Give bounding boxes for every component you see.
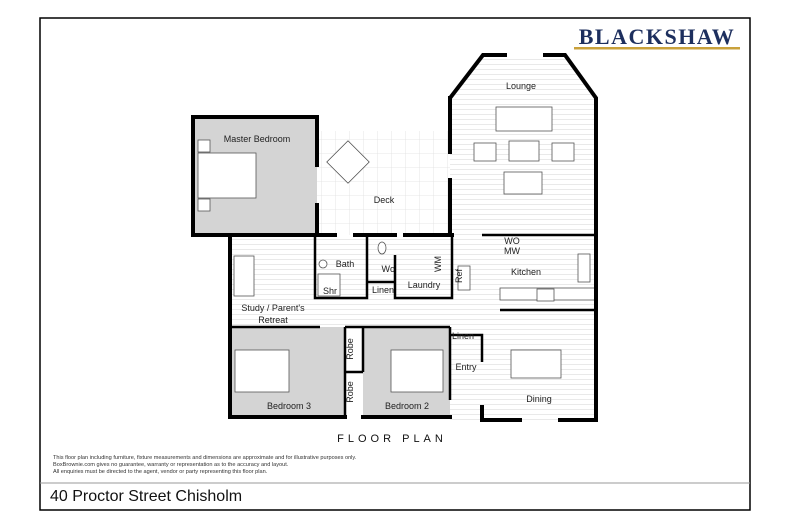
label-kitchen: Kitchen bbox=[511, 267, 541, 277]
label-entry: Entry bbox=[455, 362, 477, 372]
label-study-line2: Retreat bbox=[258, 315, 288, 325]
disclaimer-line: All enquiries must be directed to the ag… bbox=[53, 469, 268, 475]
room-labels: Lounge Master Bedroom Deck Bath Shr Wc L… bbox=[224, 81, 552, 411]
deck-table bbox=[326, 140, 370, 184]
shower bbox=[317, 273, 341, 297]
label-linen-entry: Linen bbox=[452, 331, 474, 341]
label-bath: Bath bbox=[336, 259, 355, 269]
label-deck: Deck bbox=[374, 195, 395, 205]
master-bed bbox=[197, 152, 257, 199]
label-laundry: Laundry bbox=[408, 280, 441, 290]
kitchen-sink bbox=[577, 253, 591, 283]
label-robe-2: Robe bbox=[345, 381, 355, 403]
basin bbox=[318, 259, 328, 269]
label-wc: Wc bbox=[382, 264, 395, 274]
label-study-line1: Study / Parent's bbox=[241, 303, 305, 313]
loveseat bbox=[503, 171, 543, 195]
label-master-bedroom: Master Bedroom bbox=[224, 134, 291, 144]
label-dining: Dining bbox=[526, 394, 552, 404]
label-linen-laundry: Linen bbox=[372, 285, 394, 295]
sheet-border bbox=[39, 17, 751, 511]
label-ref: Ref bbox=[454, 269, 464, 284]
furniture bbox=[197, 106, 597, 393]
label-robe-1: Robe bbox=[345, 338, 355, 360]
label-wm: WM bbox=[433, 256, 443, 272]
study-desk bbox=[233, 255, 255, 297]
walls bbox=[191, 53, 598, 422]
label-wo: WO bbox=[504, 236, 520, 246]
property-address: 40 Proctor Street Chisholm bbox=[50, 488, 242, 505]
bed2 bbox=[390, 349, 444, 393]
deck-floor bbox=[317, 131, 450, 235]
cooktop bbox=[536, 288, 555, 302]
fridge bbox=[457, 265, 471, 291]
sofa bbox=[495, 106, 553, 132]
toilet bbox=[377, 241, 387, 255]
label-bedroom2: Bedroom 2 bbox=[385, 401, 429, 411]
plan-title: FLOOR PLAN bbox=[337, 433, 447, 445]
label-lounge: Lounge bbox=[506, 81, 536, 91]
dining-table bbox=[510, 349, 562, 379]
disclaimer-line: This floor plan including furniture, fix… bbox=[53, 455, 357, 461]
label-mw: MW bbox=[504, 246, 520, 256]
disclaimer-line: BoxBrownie.com gives no guarantee, warra… bbox=[53, 462, 289, 468]
blackshaw-logo: BLACKSHAW bbox=[574, 24, 740, 50]
disclaimer: This floor plan including furniture, fix… bbox=[53, 455, 357, 475]
label-shr: Shr bbox=[323, 286, 337, 296]
bed3 bbox=[234, 349, 290, 393]
label-bedroom3: Bedroom 3 bbox=[267, 401, 311, 411]
svg-text:BLACKSHAW: BLACKSHAW bbox=[579, 24, 736, 49]
